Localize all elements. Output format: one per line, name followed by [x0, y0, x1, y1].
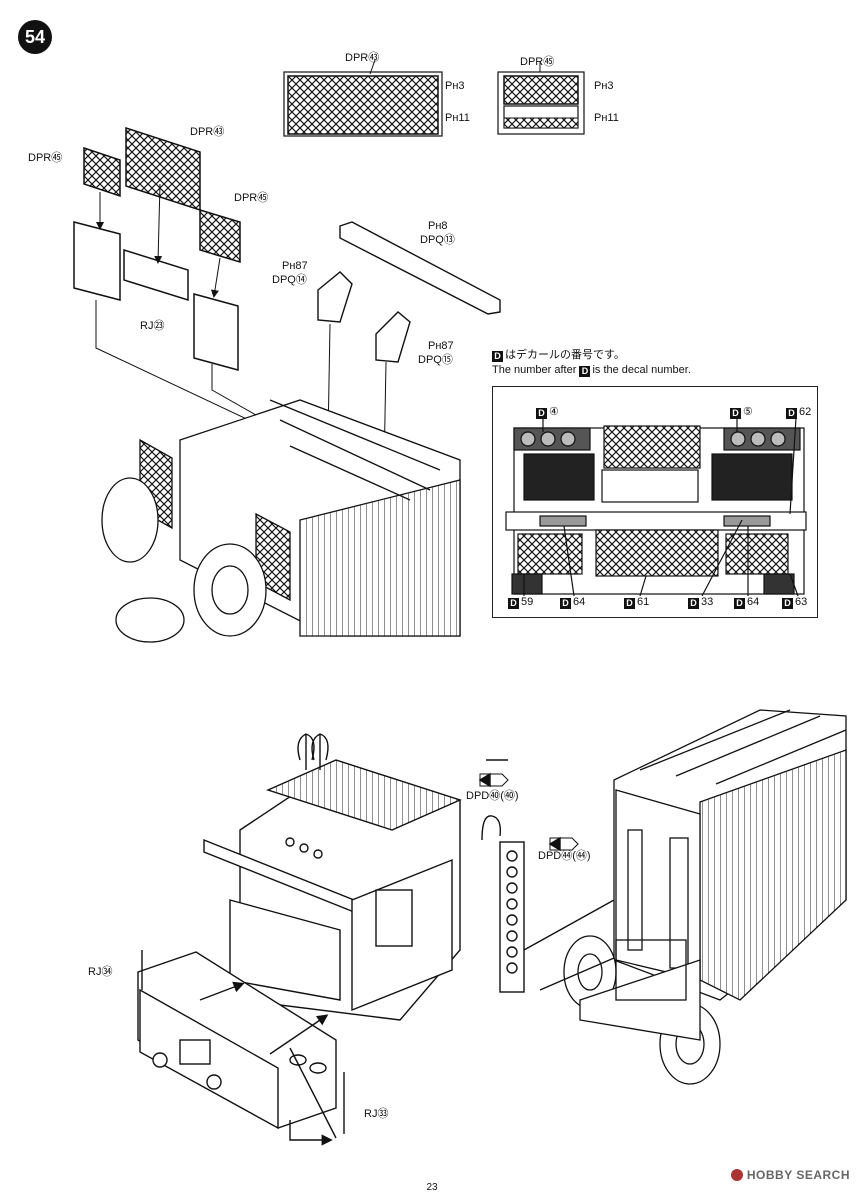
- label-ph11-b: Pн11: [594, 112, 619, 124]
- label-ph87-a: Pн87: [282, 260, 308, 272]
- label-ph87-b: Pн87: [428, 340, 454, 352]
- label-dpd40: DPD㊵(㊵): [466, 790, 519, 802]
- decal-symbol: D: [492, 351, 503, 362]
- label-dpr45-right: DPR㊺: [234, 192, 269, 204]
- label-dpr45-top: DPR㊺: [520, 56, 555, 68]
- label-dpq15: DPQ⑮: [418, 354, 453, 366]
- decal-note-en-prefix: The number after: [492, 364, 577, 376]
- front-bumper: [137, 950, 345, 1146]
- label-dpr45-left: DPR㊺: [28, 152, 63, 164]
- grille-assembly-large: [283, 59, 443, 137]
- watermark-logo: HOBBY SEARCH: [730, 1168, 850, 1182]
- label-dpr43-mid: DPR㊸: [190, 126, 225, 138]
- label-dpd44: DPD㊹(㊹): [538, 850, 591, 862]
- truck-rear-chassis: [101, 399, 461, 643]
- label-dpq13: DPQ⑬: [420, 234, 455, 246]
- hobby-search-logo-icon: [730, 1169, 743, 1181]
- grille-assembly-small: [497, 62, 585, 135]
- label-dpq14: DPQ⑭: [272, 274, 307, 286]
- step-number-badge: 54: [18, 20, 52, 54]
- page-number: 23: [426, 1182, 438, 1193]
- label-dpr43-top: DPR㊸: [345, 52, 380, 64]
- label-ph3-b: Pн3: [594, 80, 614, 92]
- truck-cab: [203, 733, 462, 1021]
- decal-legend-rear-view: [505, 417, 807, 597]
- label-rj33: RJ㉝: [364, 1108, 389, 1120]
- mudflap-panels: [73, 126, 301, 441]
- tractor-chassis-and-trailer: [539, 709, 847, 1085]
- label-rj23: RJ㉓: [140, 320, 165, 332]
- decal-legend-box: [492, 386, 818, 618]
- label-ph8: Pн8: [428, 220, 448, 232]
- decal-symbol-2: D: [579, 366, 591, 377]
- decal-note-jp-text: はデカールの番号です。: [505, 349, 625, 361]
- label-ph3-a: Pн3: [445, 80, 465, 92]
- label-ph11-a: Pн11: [445, 112, 470, 124]
- ladder-part: [478, 759, 615, 993]
- rear-bumper-parts: [317, 221, 501, 472]
- label-rj34: RJ㉞: [88, 966, 113, 978]
- decal-note-en-suffix: is the decal number.: [592, 364, 691, 376]
